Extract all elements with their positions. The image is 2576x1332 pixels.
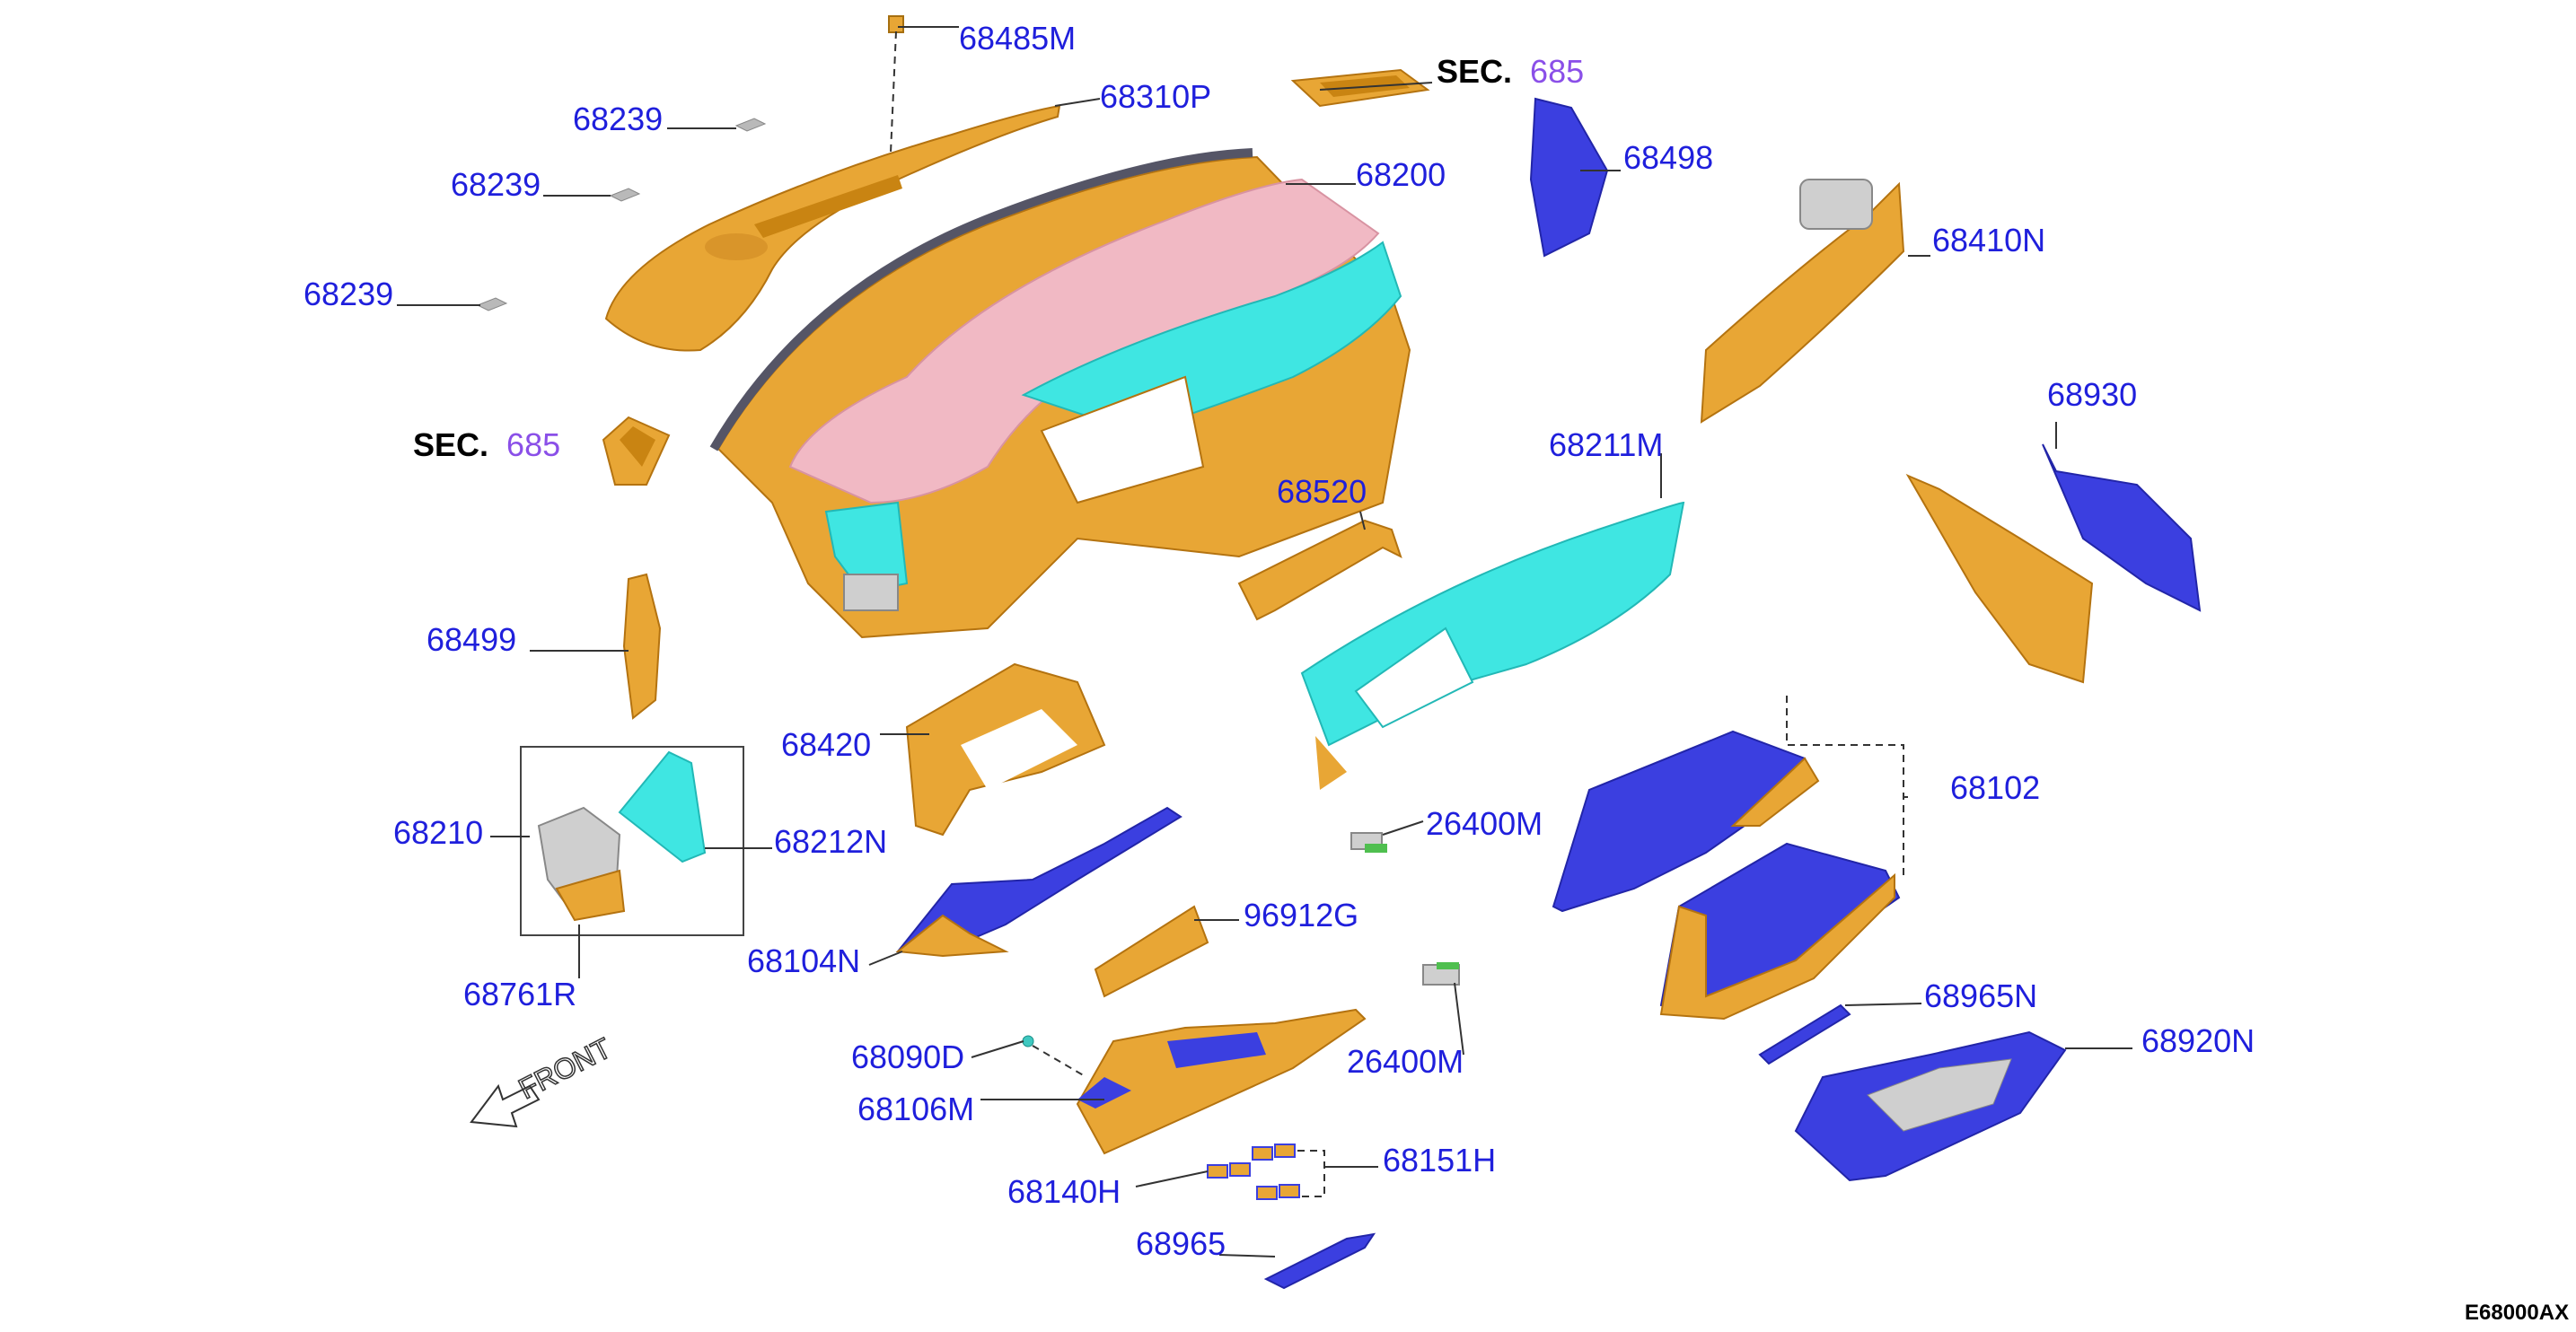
label-sec-685-top[interactable]: SEC. 685 xyxy=(1437,53,1584,90)
figure-code: E68000AX xyxy=(2465,1301,2569,1325)
label-68239-a[interactable]: 68239 xyxy=(573,101,663,137)
label-68498[interactable]: 68498 xyxy=(1623,139,1713,176)
front-arrow xyxy=(470,1083,541,1128)
part-68310P[interactable] xyxy=(604,104,1061,352)
part-68485M[interactable] xyxy=(888,15,904,33)
part-orange-side-panel[interactable] xyxy=(1905,473,2094,684)
detail-box xyxy=(520,746,744,936)
label-68930[interactable]: 68930 xyxy=(2047,376,2137,413)
sec-number: 685 xyxy=(506,426,560,463)
part-68211M[interactable] xyxy=(1300,501,1685,790)
label-68499[interactable]: 68499 xyxy=(426,621,516,658)
part-68410N[interactable] xyxy=(1700,179,1905,424)
part-68200-instrument-panel[interactable] xyxy=(709,148,1411,639)
label-26400M-a[interactable]: 26400M xyxy=(1426,805,1543,842)
label-96912G[interactable]: 96912G xyxy=(1244,897,1358,933)
label-68151H[interactable]: 68151H xyxy=(1383,1142,1496,1179)
label-68200[interactable]: 68200 xyxy=(1356,156,1446,193)
part-68965[interactable] xyxy=(1263,1232,1376,1290)
label-68965[interactable]: 68965 xyxy=(1136,1225,1226,1262)
label-68140H[interactable]: 68140H xyxy=(1007,1173,1121,1210)
part-68104N[interactable] xyxy=(895,806,1182,958)
label-68920N[interactable]: 68920N xyxy=(2141,1022,2255,1059)
label-68211M[interactable]: 68211M xyxy=(1549,426,1663,463)
part-speaker-grille-left[interactable] xyxy=(602,416,671,486)
part-68499[interactable] xyxy=(622,573,662,720)
label-26400M-b[interactable]: 26400M xyxy=(1347,1043,1464,1080)
label-68310P[interactable]: 68310P xyxy=(1100,78,1211,115)
part-68965N[interactable] xyxy=(1758,1003,1851,1065)
part-68420[interactable] xyxy=(905,662,1106,837)
label-68104N[interactable]: 68104N xyxy=(747,942,860,979)
label-68239-b[interactable]: 68239 xyxy=(451,166,541,203)
label-68106M[interactable]: 68106M xyxy=(857,1091,974,1127)
part-68212N[interactable] xyxy=(618,750,707,863)
part-68930[interactable] xyxy=(2042,443,2202,612)
part-68920N[interactable] xyxy=(1794,1030,2067,1182)
label-sec-685-left[interactable]: SEC. 685 xyxy=(413,426,560,463)
part-68239-c[interactable] xyxy=(476,297,508,311)
label-68410N[interactable]: 68410N xyxy=(1932,222,2045,259)
part-68498[interactable] xyxy=(1529,97,1609,258)
label-68239-c[interactable]: 68239 xyxy=(303,276,393,312)
leader-lines xyxy=(397,26,2132,1258)
part-26400M-b[interactable] xyxy=(1422,962,1460,986)
part-68102-glove-box[interactable] xyxy=(1552,730,1901,1021)
part-96912G[interactable] xyxy=(1094,905,1209,998)
part-68106M[interactable] xyxy=(1076,1008,1367,1155)
label-68965N[interactable]: 68965N xyxy=(1924,977,2037,1014)
label-68485M[interactable]: 68485M xyxy=(959,20,1076,57)
sec-prefix: SEC. xyxy=(1437,53,1512,90)
label-68102[interactable]: 68102 xyxy=(1950,769,2040,806)
label-68210[interactable]: 68210 xyxy=(393,814,483,851)
label-68212N[interactable]: 68212N xyxy=(774,823,887,860)
part-68090D[interactable] xyxy=(1022,1035,1034,1047)
part-labels: 68485M 68310P 68239 68239 68239 SEC. 685… xyxy=(303,20,2255,1262)
sec-prefix: SEC. xyxy=(413,426,488,463)
label-68420[interactable]: 68420 xyxy=(781,726,871,763)
label-68761R[interactable]: 68761R xyxy=(463,976,576,1012)
part-68239-b[interactable] xyxy=(609,188,641,202)
front-label: FRONT xyxy=(514,1031,617,1105)
part-68239-a[interactable] xyxy=(734,118,767,132)
label-68520[interactable]: 68520 xyxy=(1277,473,1367,510)
label-68090D[interactable]: 68090D xyxy=(851,1038,964,1075)
part-26400M-a[interactable] xyxy=(1350,832,1387,853)
part-68761R[interactable] xyxy=(537,806,626,922)
part-68140H[interactable] xyxy=(1207,1162,1251,1179)
part-68151H[interactable] xyxy=(1252,1144,1300,1200)
sec-number: 685 xyxy=(1530,53,1584,90)
part-68520[interactable] xyxy=(1237,519,1402,621)
